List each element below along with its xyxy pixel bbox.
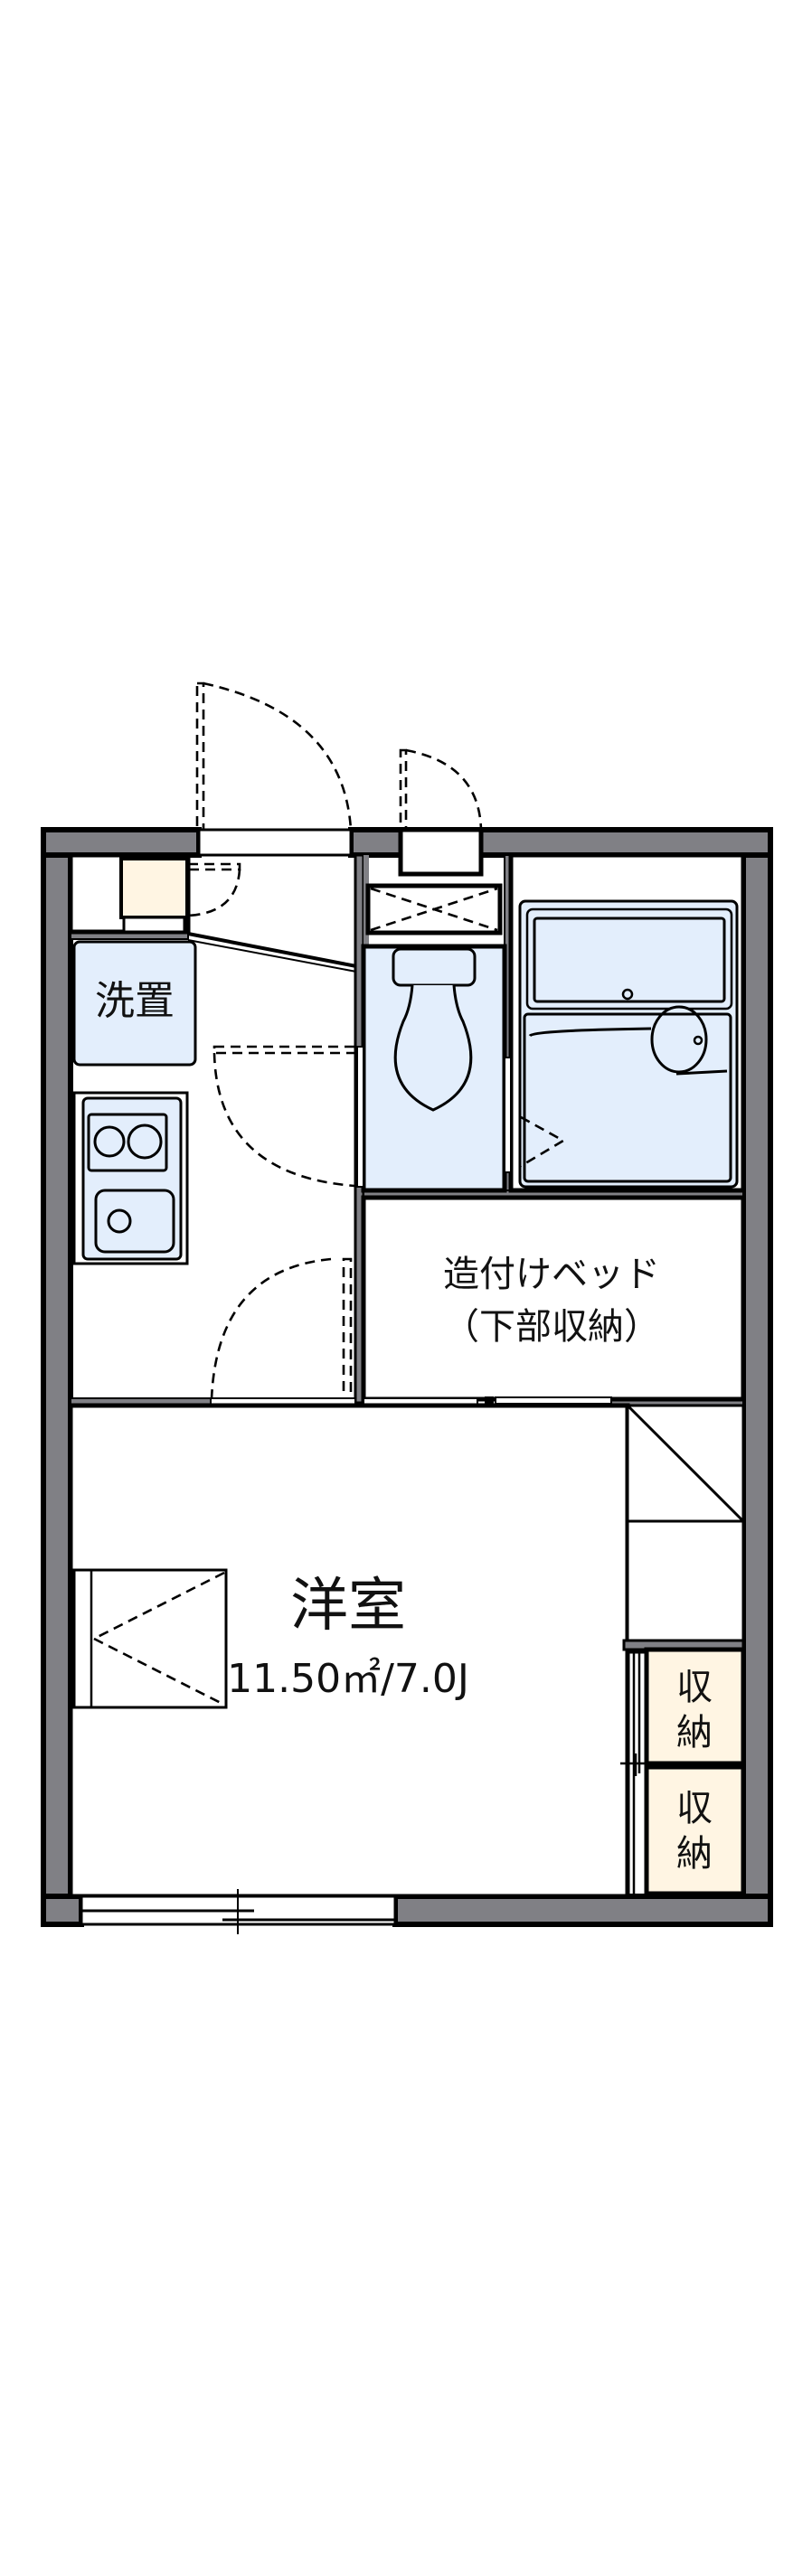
wash-area	[523, 1012, 732, 1183]
meter-box-door-swing	[399, 748, 483, 832]
bottom-wall-right	[392, 1894, 773, 1927]
upper-closet	[365, 883, 503, 935]
toilet-bowl-icon	[393, 984, 473, 1112]
storage-label: 納	[676, 1712, 713, 1753]
stair-area	[626, 1404, 745, 1654]
right-wall	[741, 827, 773, 1927]
shoe-cupboard-door-swing	[186, 862, 241, 917]
meter-box	[398, 827, 484, 877]
washer-label: 洗置	[95, 978, 175, 1024]
balcony-window	[80, 1889, 397, 1934]
bed-label: 造付けベッド	[443, 1254, 660, 1295]
storage-upper[interactable]: 収 納	[644, 1647, 746, 1766]
storage-label: 納	[676, 1833, 713, 1875]
entry-step-line	[187, 932, 357, 973]
entrance-opening	[197, 828, 353, 857]
entrance-door-swing	[195, 682, 353, 832]
sink	[94, 1189, 175, 1254]
bathtub	[533, 917, 726, 1003]
room-label: 洋室	[290, 1573, 406, 1640]
basin-icon	[650, 1005, 708, 1074]
washer-space[interactable]: 洗置	[72, 940, 197, 1067]
shoe-cupboard-door	[122, 916, 186, 934]
toilet-room[interactable]	[356, 944, 507, 1193]
drain-icon	[107, 1208, 132, 1234]
toilet-tank	[392, 947, 477, 987]
bottom-wall-left	[41, 1894, 84, 1927]
room-door-swing	[210, 1257, 353, 1401]
storage-label: 収	[676, 1667, 713, 1708]
drain-icon	[621, 988, 634, 1001]
built-in-bed[interactable]: 造付けベッド （下部収納）	[361, 1195, 746, 1402]
stove	[87, 1113, 168, 1172]
room-area: 11.50㎡/7.0J	[227, 1656, 469, 1702]
storage-lower[interactable]: 収 納	[644, 1764, 746, 1896]
toilet-door-swing	[212, 1045, 357, 1188]
bed-sublabel: （下部収納）	[443, 1306, 660, 1348]
burner-icon	[127, 1123, 163, 1160]
shoe-cupboard	[119, 857, 189, 919]
left-wall	[41, 827, 73, 1927]
top-wall-left	[41, 827, 202, 858]
burner-icon	[93, 1125, 126, 1158]
kitchen-counter[interactable]	[72, 1091, 189, 1265]
bathroom[interactable]	[504, 852, 746, 1193]
left-closet	[72, 1568, 228, 1709]
storage-label: 収	[676, 1788, 713, 1829]
storage-sliding-doors	[620, 1651, 647, 1896]
